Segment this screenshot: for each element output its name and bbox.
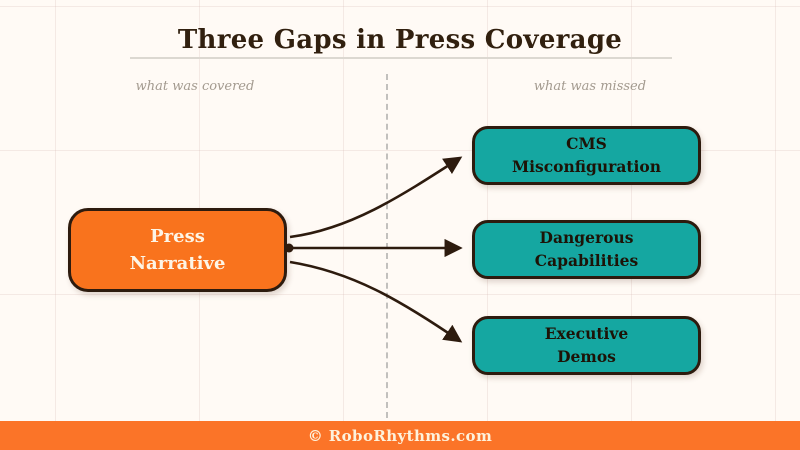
- node-press-narrative-line2: Narrative: [129, 253, 226, 274]
- arrow-to-executive-demos: [289, 260, 463, 343]
- node-executive-line2: Demos: [557, 346, 616, 366]
- column-label-missed: what was missed: [533, 79, 647, 94]
- arrow-to-cms-misconfiguration: [289, 156, 463, 239]
- title-underline: [130, 57, 672, 59]
- column-divider: [386, 74, 388, 418]
- page-title: Three Gaps in Press Coverage: [177, 25, 623, 55]
- node-cms-line1: CMS: [566, 134, 607, 154]
- column-label-covered: what was covered: [135, 79, 255, 94]
- node-dangerous-line2: Capabilities: [534, 250, 639, 270]
- node-cms-line2: Misconfiguration: [511, 156, 662, 176]
- node-press-narrative: Press Narrative: [68, 208, 287, 292]
- node-dangerous-capabilities: Dangerous Capabilities: [472, 220, 701, 279]
- footer-credit: © RoboRhythms.com: [307, 426, 493, 445]
- node-executive-demos: Executive Demos: [472, 316, 701, 375]
- node-dangerous-line1: Dangerous: [539, 228, 634, 248]
- node-cms-misconfiguration: CMS Misconfiguration: [472, 126, 701, 185]
- node-press-narrative-line1: Press: [150, 226, 205, 247]
- node-executive-line1: Executive: [544, 324, 629, 344]
- footer-bar: © RoboRhythms.com: [0, 421, 800, 450]
